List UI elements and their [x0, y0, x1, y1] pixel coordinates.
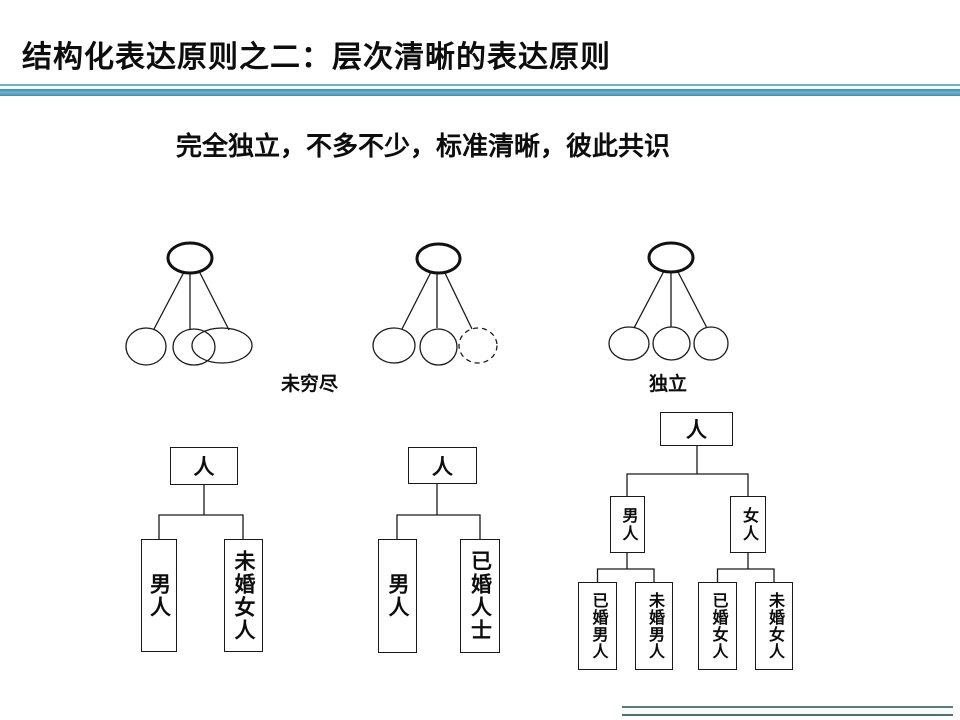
- tree-c-leaf-box: 未婚男人: [635, 582, 673, 670]
- bubble2-connector-lines: [401, 270, 473, 330]
- bubble1-child3-overlap-ellipse: [191, 327, 253, 364]
- tree-c-left-branch-connectors: [596, 553, 655, 582]
- tree-a-child-box: 男人: [141, 539, 177, 652]
- tree-a-child-box: 未婚女人: [224, 539, 263, 652]
- bubble1-connector-lines: [153, 270, 230, 331]
- tree-c-root-box: 人: [660, 412, 733, 446]
- bubble3-child2-ellipse: [652, 326, 691, 361]
- label-independent: 独立: [649, 374, 688, 395]
- bubble2-parent-ellipse: [415, 242, 462, 275]
- divider-gap: [0, 86, 960, 89]
- tree-b-child-box: 已婚人士: [460, 539, 500, 653]
- bubble2-child1-ellipse: [372, 327, 416, 364]
- bubble1-parent-ellipse: [166, 241, 214, 275]
- bubble2-child3-dashed-ellipse: [458, 327, 498, 364]
- bubble2-child2-ellipse: [419, 328, 458, 366]
- bubble3-parent-ellipse: [647, 241, 695, 274]
- tree-b-child-box: 男人: [378, 539, 417, 653]
- tree-a-root-box: 人: [170, 447, 238, 485]
- tree-c-branch-box: 女人: [730, 496, 766, 553]
- slide-subtitle: 完全独立，不多不少，标准清晰，彼此共识: [176, 131, 671, 161]
- tree-c-leaf-box: 未婚女人: [755, 582, 793, 670]
- bottom-accent-line: [622, 706, 953, 716]
- tree-c-right-branch-connectors: [716, 553, 775, 582]
- label-not-exhaustive: 未穷尽: [281, 374, 339, 395]
- bubble3-child1-ellipse: [608, 326, 650, 361]
- divider-thin-stripe: [0, 84, 960, 86]
- bubble3-connector-lines: [633, 269, 708, 329]
- tree-b-root-box: 人: [408, 447, 477, 484]
- tree-c-branch-box: 男人: [610, 496, 645, 553]
- bubble1-child1-ellipse: [125, 327, 167, 366]
- title-divider-line: [0, 84, 960, 96]
- slide-title: 结构化表达原则之二：层次清晰的表达原则: [22, 41, 611, 75]
- tree-c-leaf-box: 已婚女人: [698, 582, 737, 670]
- divider-teal-band: [0, 89, 960, 96]
- bubble3-child3-ellipse: [693, 326, 729, 361]
- tree-c-leaf-box: 已婚男人: [578, 582, 617, 670]
- tree-a-connectors: [158, 485, 244, 539]
- tree-c-level1-connectors: [626, 446, 749, 496]
- tree-b-connectors: [396, 484, 481, 539]
- bubble1-child2-ellipse: [172, 328, 216, 366]
